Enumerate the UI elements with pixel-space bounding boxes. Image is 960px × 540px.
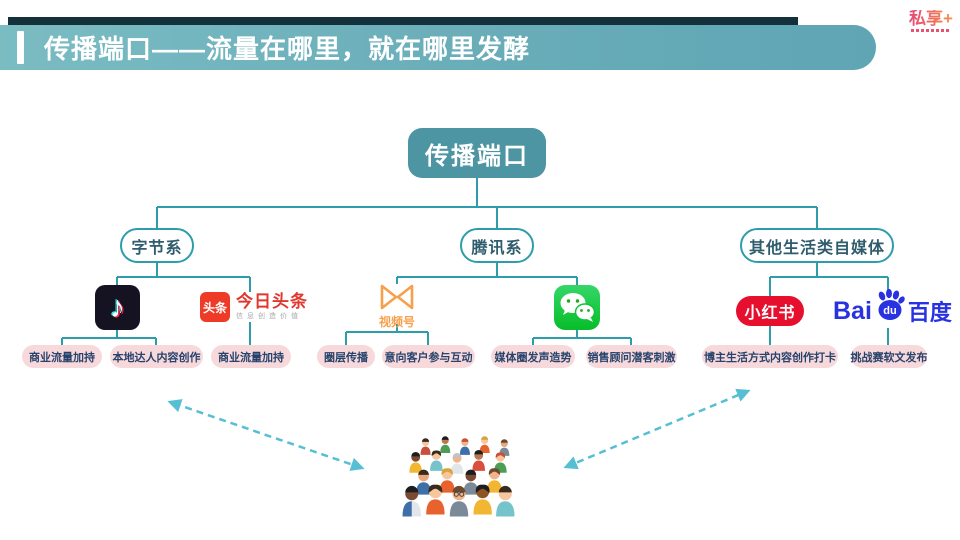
baidu-du-text: du [883, 305, 896, 317]
page-title: 传播端口——流量在哪里，就在哪里发酵 [44, 34, 531, 64]
baidu-wordmark-cn: 百度 [907, 300, 952, 325]
baidu-logo: Bai du 百度 [833, 288, 952, 330]
shipinhao-label: 视频号 [378, 315, 415, 329]
leaf-item: 挑战赛软文发布 [851, 345, 928, 368]
brand-logo: 私享+ [905, 10, 957, 32]
leaf-item: 圈层传播 [317, 345, 375, 368]
branch-other-media: 其他生活类自媒体 [740, 228, 894, 263]
douyin-icon: ♪ ♪ ♪ [95, 285, 140, 330]
dashed-arrow-right [563, 388, 751, 470]
toutiao-logo: 头条 今日头条 信息创造价值 [200, 292, 308, 322]
root-node: 传播端口 [408, 128, 546, 178]
baidu-paw-icon: du [878, 288, 905, 320]
shipinhao-icon [380, 284, 414, 310]
toutiao-icon: 头条 [200, 292, 230, 322]
leaf-item: 销售顾问潜客刺激 [586, 345, 677, 368]
xiaohongshu-icon: 小红书 [736, 296, 804, 326]
leaf-item: 媒体圈发声造势 [491, 345, 575, 368]
dashed-arrow-left [167, 399, 365, 471]
leaf-item: 博主生活方式内容创作打卡 [702, 345, 838, 368]
baidu-wordmark-latin: Bai [833, 296, 872, 325]
brand-logo-tagline [911, 29, 951, 32]
brand-logo-text: 私享+ [905, 10, 957, 28]
wechat-channels-logo: 视频号 [374, 283, 420, 329]
title-accent-bar [17, 31, 24, 64]
leaf-item: 商业流量加持 [211, 345, 291, 368]
leaf-item: 意向客户参与互动 [382, 345, 475, 368]
douyin-note: ♪ [110, 290, 125, 324]
douyin-note-cyan: ♪ [108, 289, 124, 323]
douyin-note-pink: ♪ [111, 291, 127, 325]
title-banner: 传播端口——流量在哪里，就在哪里发酵 [0, 25, 876, 70]
toutiao-slogan: 信息创造价值 [236, 313, 302, 320]
leaf-item: 商业流量加持 [22, 345, 102, 368]
branch-bytedance: 字节系 [120, 228, 194, 263]
branch-tencent: 腾讯系 [460, 228, 534, 263]
leaf-item: 本地达人内容创作 [110, 345, 203, 368]
toutiao-wordmark: 今日头条 [236, 292, 308, 311]
crowd-illustration [402, 436, 515, 517]
wechat-icon [554, 285, 600, 330]
